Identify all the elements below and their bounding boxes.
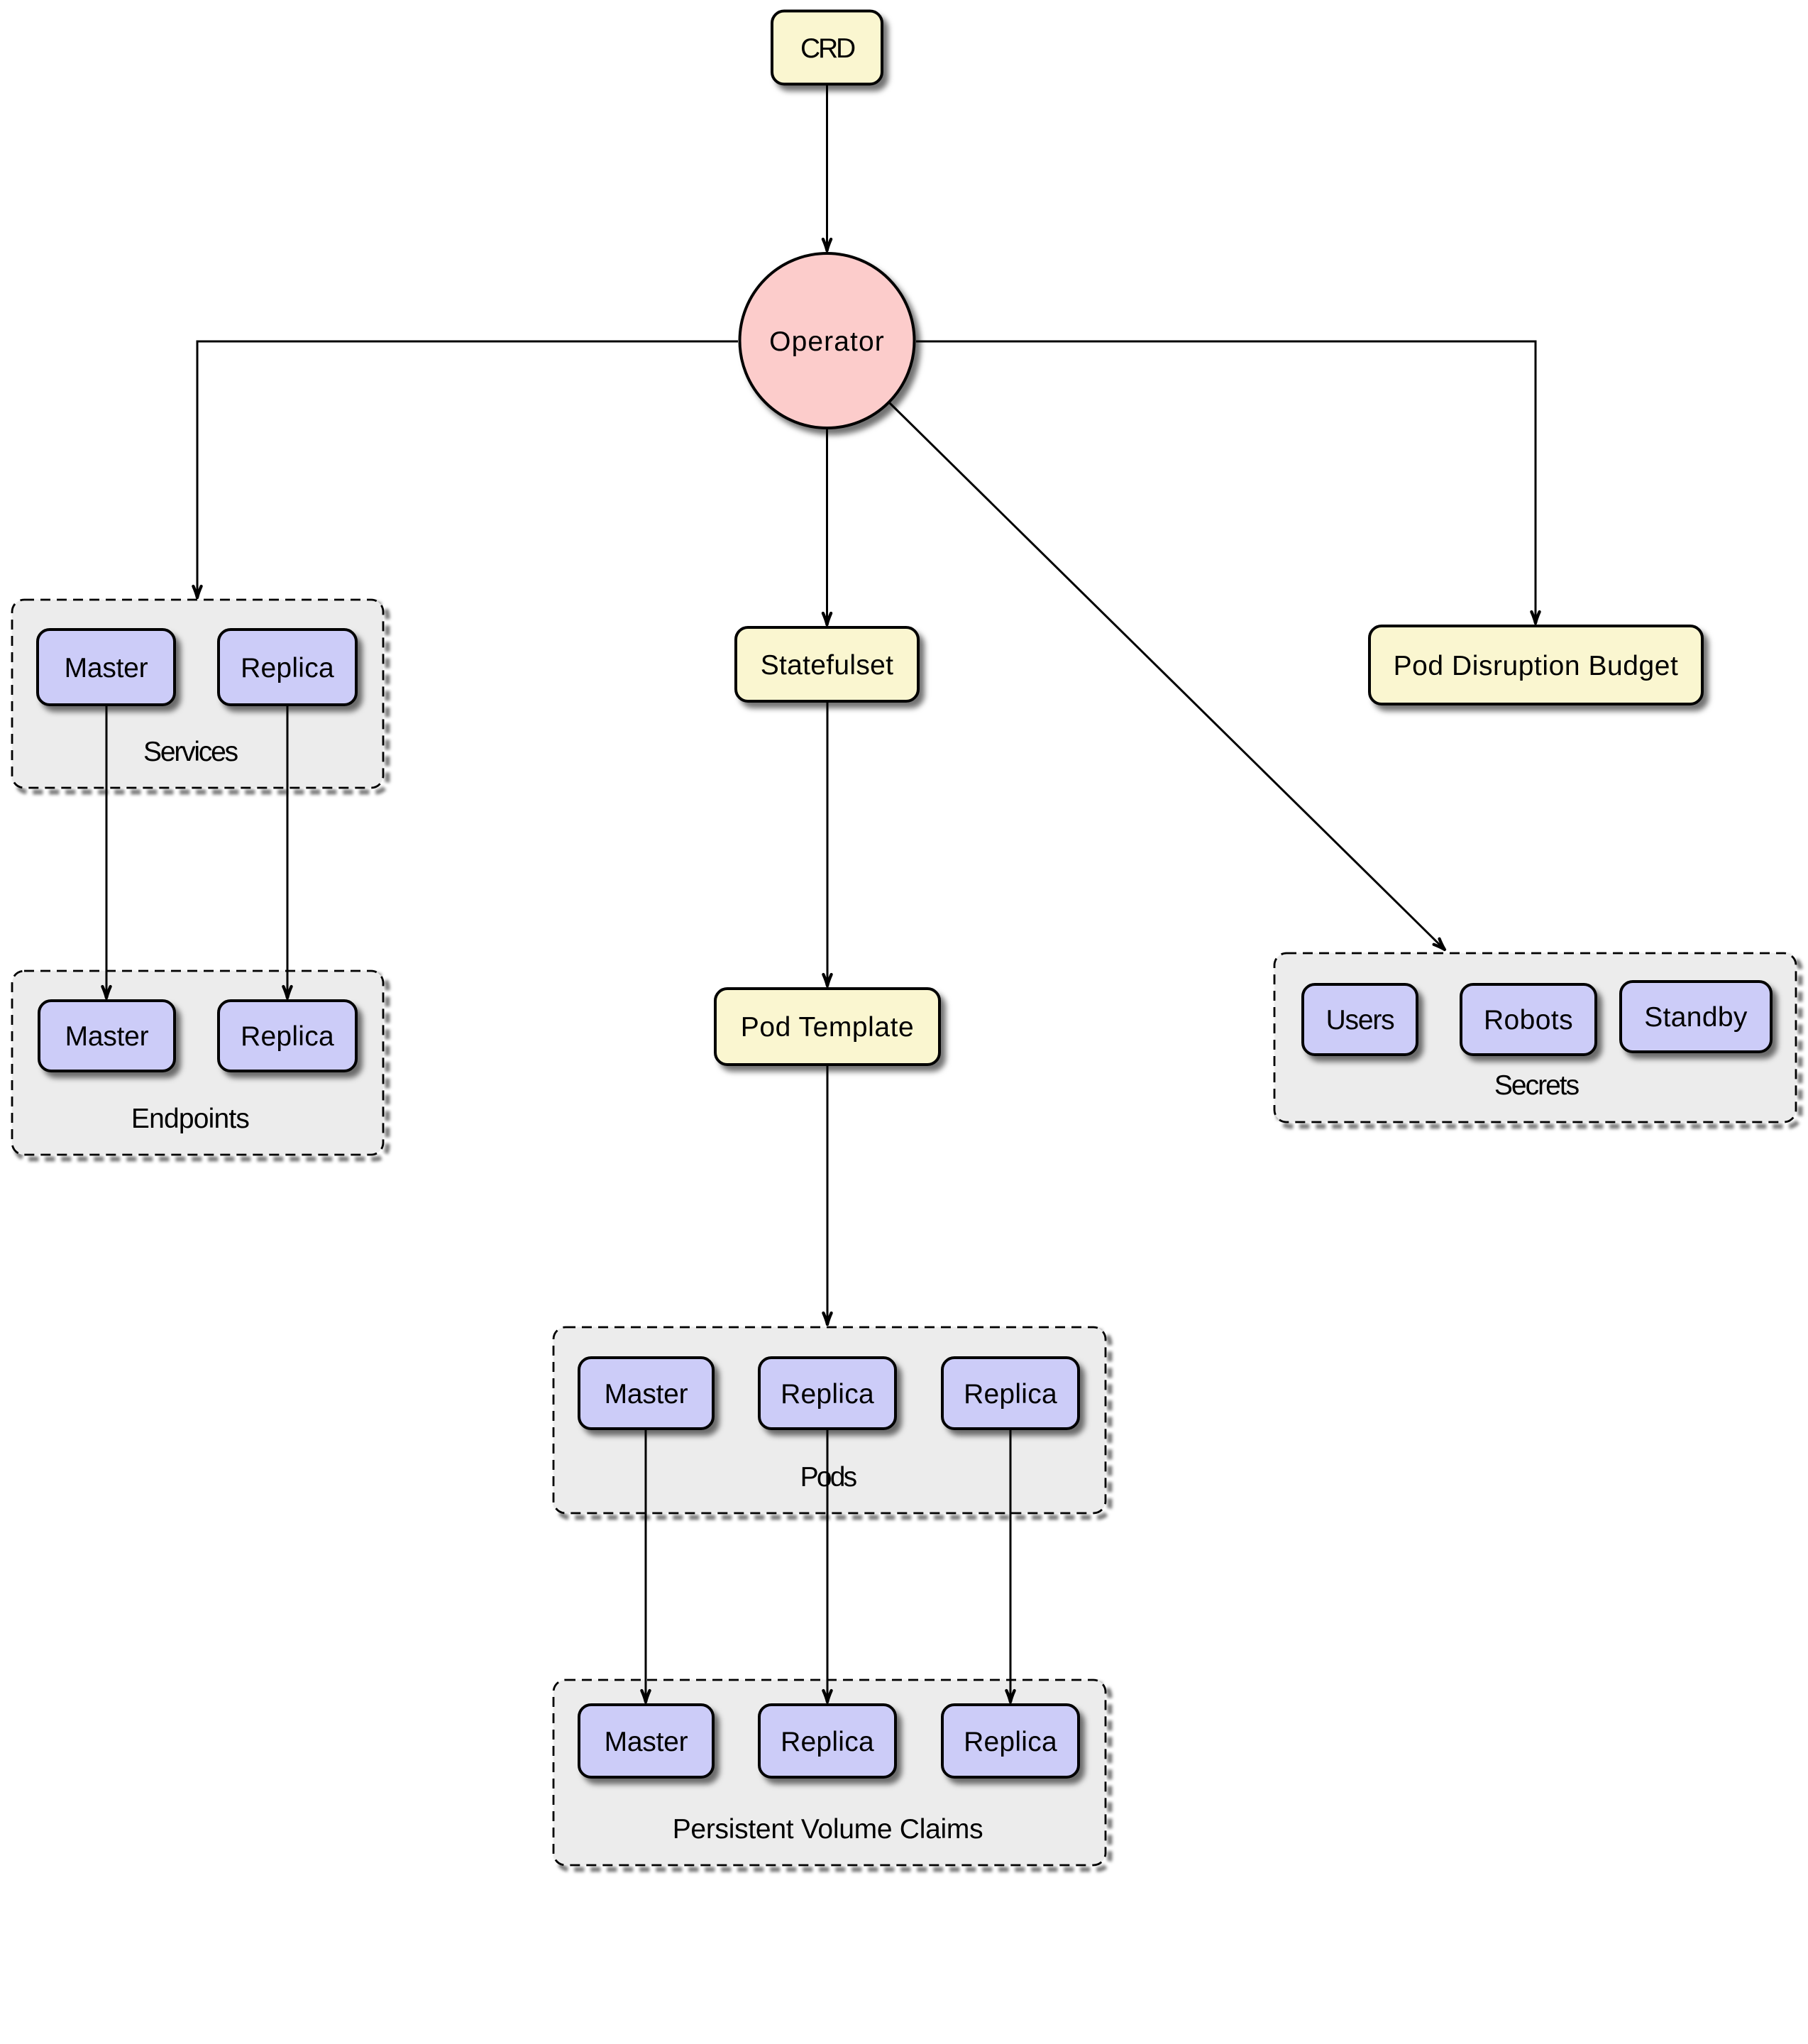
svg-text:Statefulset: Statefulset [761, 650, 894, 681]
svg-text:Master: Master [65, 653, 148, 683]
svg-text:Secrets: Secrets [1494, 1070, 1580, 1101]
svg-text:Pod Disruption Budget: Pod Disruption Budget [1394, 651, 1679, 681]
svg-text:Replica: Replica [781, 1379, 874, 1410]
svg-text:Users: Users [1326, 1005, 1395, 1035]
svg-text:Pod Template: Pod Template [741, 1012, 915, 1043]
svg-text:Endpoints: Endpoints [131, 1104, 249, 1134]
svg-text:Persistent Volume Claims: Persistent Volume Claims [673, 1814, 983, 1845]
svg-text:Replica: Replica [241, 1021, 334, 1052]
svg-text:Replica: Replica [241, 653, 334, 683]
svg-text:CRD: CRD [800, 33, 855, 64]
svg-text:Services: Services [143, 737, 238, 767]
svg-text:Replica: Replica [964, 1727, 1057, 1757]
svg-text:Replica: Replica [964, 1379, 1057, 1410]
svg-text:Master: Master [65, 1021, 149, 1052]
svg-text:Master: Master [605, 1379, 688, 1410]
svg-text:Master: Master [605, 1727, 688, 1757]
svg-text:Pods: Pods [800, 1462, 857, 1493]
svg-text:Robots: Robots [1484, 1005, 1573, 1035]
svg-text:Standby: Standby [1644, 1002, 1748, 1033]
svg-text:Replica: Replica [781, 1727, 874, 1757]
svg-text:Operator: Operator [769, 326, 885, 357]
